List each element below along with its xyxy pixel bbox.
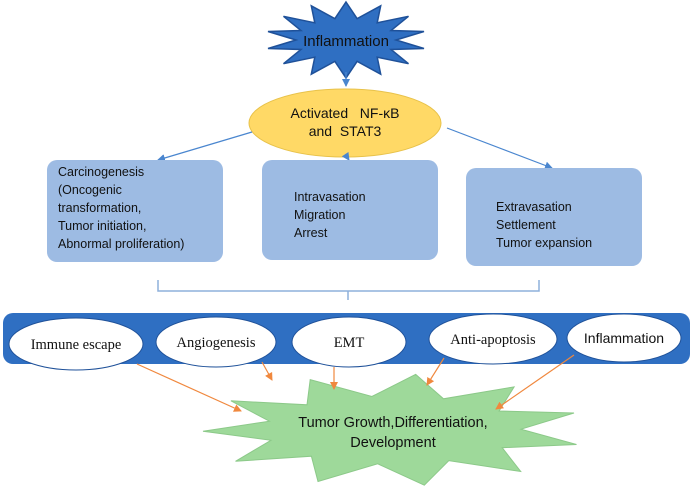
outcome-star-node: Tumor Growth,Differentiation, Developmen… <box>202 373 577 486</box>
stage-box-3-line-3: Tumor expansion <box>496 236 592 250</box>
factor-2-label: Angiogenesis <box>177 335 256 351</box>
factor-anti-apoptosis: Anti-apoptosis <box>428 313 558 365</box>
inflammation-star-node: Inflammation <box>267 0 425 80</box>
factor-angiogenesis: Angiogenesis <box>155 316 277 368</box>
arrow-activator-to-box-3 <box>446 127 553 170</box>
factor-1-label: Immune escape <box>31 337 122 353</box>
arrow-anti-apoptosis-to-outcome <box>426 357 445 386</box>
arrow-inflammation-to-outcome <box>495 354 575 410</box>
factor-inflammation: Inflammation <box>566 313 682 363</box>
factor-2-ellipse <box>155 316 277 368</box>
stage-box-1-line-5: Abnormal proliferation) <box>58 237 184 251</box>
stage-box-1-line-4: Tumor initiation, <box>58 219 146 233</box>
activator-node: Activated NF-κB and STAT3 <box>248 88 442 158</box>
factor-emt: EMT <box>291 316 407 368</box>
stage-box-2-line-1: Intravasation <box>294 190 366 204</box>
factor-3-ellipse <box>291 316 407 368</box>
stage-box-1-shape <box>47 160 223 262</box>
arrow-activator-to-box-2 <box>341 151 350 161</box>
arrow-angiogenesis-to-outcome <box>261 361 273 381</box>
outcome-line-1: Tumor Growth,Differentiation, <box>298 415 487 431</box>
stage-box-2-shape <box>262 160 438 260</box>
activator-line-1: Activated NF-κB <box>291 105 400 121</box>
stage-box-3-line-1: Extravasation <box>496 200 572 214</box>
stage-box-carcinogenesis: Carcinogenesis (Oncogenic transformation… <box>47 160 223 262</box>
stage-box-2-line-3: Arrest <box>294 226 328 240</box>
factor-1-ellipse <box>8 317 144 371</box>
arrow-activator-to-box-1 <box>157 131 253 162</box>
stage-box-3-line-2: Settlement <box>496 218 556 232</box>
factor-5-ellipse <box>566 313 682 363</box>
factor-4-ellipse <box>428 313 558 365</box>
inflammation-star-label: Inflammation <box>303 33 389 50</box>
stage-box-1-line-1: Carcinogenesis <box>58 165 144 179</box>
arrow-immune-escape-to-outcome <box>136 363 242 412</box>
stage-box-extravasation: Extravasation Settlement Tumor expansion <box>466 168 642 266</box>
stage-box-1-line-3: transformation, <box>58 201 141 215</box>
stage-box-3-shape <box>466 168 642 266</box>
factor-3-label: EMT <box>334 335 365 351</box>
outcome-line-2: Development <box>350 435 435 451</box>
stage-box-intravasation: Intravasation Migration Arrest <box>262 160 438 260</box>
stage-box-2-line-2: Migration <box>294 208 345 222</box>
outcome-star-shape <box>202 373 577 486</box>
factor-immune-escape: Immune escape <box>8 317 144 371</box>
activator-line-2: and STAT3 <box>309 123 382 139</box>
factor-4-label: Anti-apoptosis <box>450 332 536 348</box>
stage-box-1-line-2: (Oncogenic <box>58 183 122 197</box>
factor-5-label: Inflammation <box>584 330 664 346</box>
stage-bracket <box>157 280 540 300</box>
